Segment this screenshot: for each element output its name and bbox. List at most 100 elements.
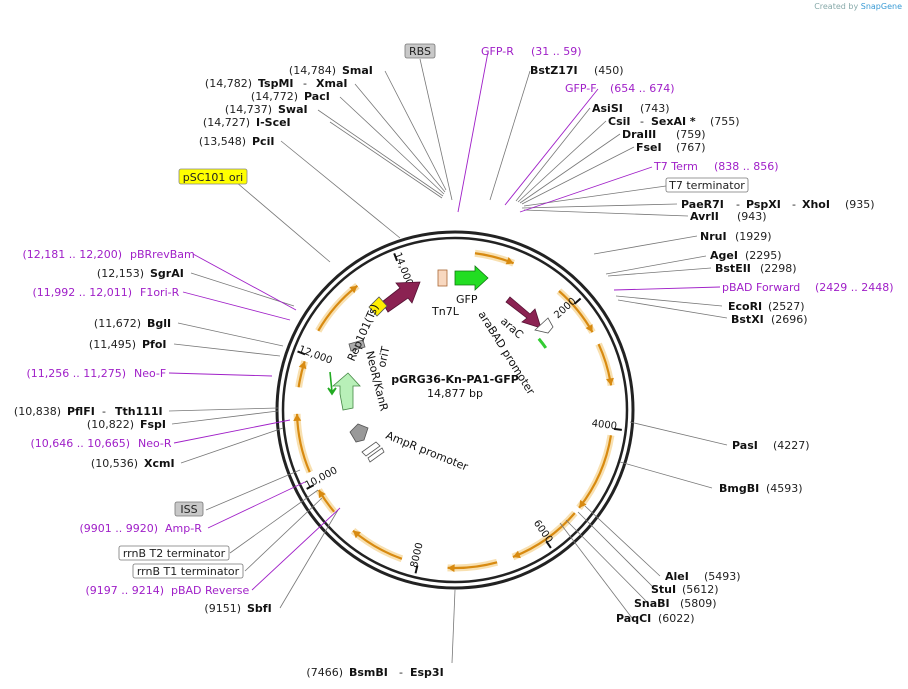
site-tspmi[interactable]: TspMI — [258, 77, 294, 90]
site-sexai[interactable]: SexAI * — [651, 115, 696, 128]
orf-arrowhead — [447, 564, 455, 573]
box-rrnb-t2-terminator[interactable]: rrnB T2 terminator — [118, 545, 230, 561]
site-bstxi[interactable]: BstXI — [731, 313, 764, 326]
site-draiii[interactable]: DraIII — [622, 128, 656, 141]
site-ecori[interactable]: EcoRI — [728, 300, 762, 313]
box-rbs[interactable]: RBS — [404, 43, 436, 59]
gfp-arrow[interactable] — [454, 265, 489, 291]
orf-arrowhead — [353, 530, 361, 539]
site-separator: - — [102, 405, 106, 418]
primer-gfp-r[interactable]: GFP-R — [481, 45, 514, 58]
site-xmai[interactable]: XmaI — [316, 77, 347, 90]
promoter-arc[interactable] — [537, 337, 548, 349]
primer-pbrrevbam[interactable]: pBRrevBam — [130, 248, 195, 261]
site-nrui[interactable]: NruI — [700, 230, 727, 243]
site-agei[interactable]: AgeI — [710, 249, 738, 262]
orf-arc[interactable] — [576, 434, 615, 510]
site-snabi[interactable]: SnaBI — [634, 597, 670, 610]
primer-pbad-forward[interactable]: pBAD Forward — [722, 281, 800, 294]
box-rrnb-t1-terminator[interactable]: rrnB T1 terminator — [132, 563, 244, 579]
neor-arrow[interactable] — [331, 372, 361, 411]
primer-neo-f[interactable]: Neo-F — [134, 367, 166, 380]
arac-arrow[interactable] — [505, 296, 542, 329]
site-paer7i[interactable]: PaeR7I — [681, 198, 724, 211]
box-iss[interactable]: ISS — [174, 501, 204, 517]
site-tth111i[interactable]: Tth111I — [115, 405, 163, 418]
site-pos: (12,153) — [97, 267, 144, 280]
orit-feature[interactable] — [348, 339, 366, 352]
svg-text:rrnB T1 terminator: rrnB T1 terminator — [137, 565, 240, 578]
site-pspxi[interactable]: PspXI — [746, 198, 781, 211]
site-pos: (10,838) — [14, 405, 61, 418]
site-fsei[interactable]: FseI — [636, 141, 662, 154]
rep101-arrow[interactable] — [381, 281, 421, 313]
site-xcmi[interactable]: XcmI — [144, 457, 175, 470]
site-pflfi[interactable]: PflFI — [67, 405, 95, 418]
site-pos: (4593) — [766, 482, 803, 495]
orf-arrowhead — [579, 499, 587, 508]
primer-pbad-reverse[interactable]: pBAD Reverse — [171, 584, 249, 597]
site-sgrai[interactable]: SgrAI — [150, 267, 184, 280]
site-pos: (2298) — [760, 262, 797, 275]
primer-amp-r[interactable]: Amp-R — [165, 522, 202, 535]
primer-range: (9197 .. 9214) — [85, 584, 164, 597]
svg-text:ISS: ISS — [180, 503, 197, 516]
site-pos: (743) — [640, 102, 670, 115]
orf-arrowhead — [505, 256, 514, 265]
psc101-ori-box[interactable] — [368, 296, 388, 317]
primer-neo-r[interactable]: Neo-R — [138, 437, 172, 450]
site-pcii[interactable]: PciI — [252, 135, 274, 148]
site-asisi[interactable]: AsiSI — [592, 102, 623, 115]
small-feature-1[interactable] — [361, 441, 381, 457]
site-separator: - — [792, 198, 796, 211]
box-t7-terminator[interactable]: T7 terminator — [665, 177, 749, 193]
primer-range: (12,181 .. 12,200) — [22, 248, 122, 261]
site-pos: (2527) — [768, 300, 805, 313]
feature-label-ampr-promoter: AmpR promoter — [384, 429, 470, 474]
box-psc101-ori[interactable]: pSC101 ori — [178, 168, 248, 185]
ampr-promoter-arrow[interactable] — [349, 423, 369, 443]
site-alei[interactable]: AleI — [665, 570, 689, 583]
site-bsteii[interactable]: BstEII — [715, 262, 751, 275]
tick-mark — [393, 253, 399, 262]
primer-f1ori-r[interactable]: F1ori-R — [140, 286, 180, 299]
primer-range: (838 .. 856) — [714, 160, 779, 173]
site-pos: (1929) — [735, 230, 772, 243]
arabad-promoter-arrow[interactable] — [534, 317, 554, 334]
site-i-scei[interactable]: I-SceI — [256, 116, 291, 129]
site-bsmbi[interactable]: BsmBI — [349, 666, 388, 679]
orf-arrowhead — [585, 324, 593, 333]
site-pos: (2295) — [745, 249, 782, 262]
site-bgli[interactable]: BglI — [147, 317, 171, 330]
site-pfoi[interactable]: PfoI — [142, 338, 167, 351]
small-feature-2[interactable] — [367, 447, 385, 463]
site-bmgbi[interactable]: BmgBI — [719, 482, 759, 495]
site-fspi[interactable]: FspI — [140, 418, 166, 431]
site-sbfi[interactable]: SbfI — [247, 602, 272, 615]
site-paci[interactable]: PacI — [304, 90, 330, 103]
site-pos: (767) — [676, 141, 706, 154]
site-xhoi[interactable]: XhoI — [802, 198, 830, 211]
site-smai[interactable]: SmaI — [342, 64, 373, 77]
site-swai[interactable]: SwaI — [278, 103, 308, 116]
orf-arc[interactable] — [293, 413, 313, 474]
primer-t7-term[interactable]: T7 Term — [653, 160, 698, 173]
plasmid-length: 14,877 bp — [427, 387, 483, 400]
site-pos: (7466) — [306, 666, 343, 679]
site-bstz17i[interactable]: BstZ17I — [530, 64, 578, 77]
neo-primer-arrow[interactable] — [327, 371, 337, 396]
tick-label: 4000 — [591, 418, 618, 432]
tick-mark — [573, 297, 582, 305]
site-stui[interactable]: StuI — [651, 583, 676, 596]
site-pos: (935) — [845, 198, 875, 211]
site-pasi[interactable]: PasI — [732, 439, 758, 452]
site-csii[interactable]: CsiI — [608, 115, 630, 128]
site-esp3i[interactable]: Esp3I — [410, 666, 444, 679]
site-avrii[interactable]: AvrII — [690, 210, 719, 223]
orf-arc[interactable] — [315, 283, 360, 333]
primer-range: (2429 .. 2448) — [815, 281, 894, 294]
primer-gfp-f[interactable]: GFP-F — [565, 82, 597, 95]
tick-label: 8000 — [409, 542, 426, 569]
tn7l-box[interactable] — [437, 269, 448, 287]
site-paqci[interactable]: PaqCI — [616, 612, 651, 625]
